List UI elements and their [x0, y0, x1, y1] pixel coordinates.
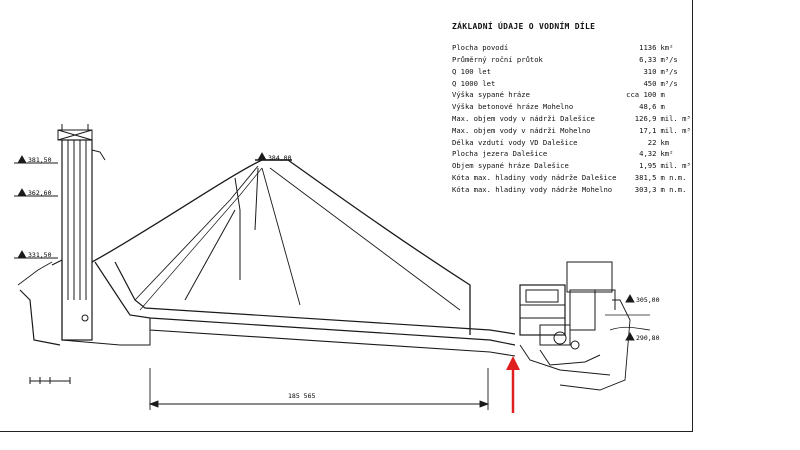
- spec-unit: mil. m³: [660, 114, 691, 124]
- spec-label: Plocha povodí: [452, 43, 509, 53]
- spec-value: 4,32: [639, 149, 657, 159]
- tailwater: [605, 314, 651, 331]
- spec-row: Kóta max. hladiny vody nádrže Mohelno 303…: [452, 184, 700, 196]
- dimension-line: [148, 368, 490, 410]
- spec-value: 22: [647, 137, 657, 147]
- spec-label: Kóta max. hladiny vody nádrže Dalešice: [452, 173, 617, 183]
- spec-value: 310: [643, 66, 657, 76]
- spec-unit: m³/s: [660, 66, 678, 76]
- spec-label: Výška sypané hráze: [452, 90, 530, 100]
- spec-value: 6,33: [639, 55, 657, 65]
- elevation-label-2: 362,60: [28, 189, 52, 197]
- spec-label: Plocha jezera Dalešice: [452, 149, 548, 159]
- spec-value: 17,1: [639, 125, 657, 135]
- sheet-border: [0, 0, 693, 432]
- elevation-label-1: 381,50: [28, 156, 52, 164]
- specs-title: ZÁKLADNÍ ÚDAJE O VODNÍM DÍLE: [452, 22, 596, 31]
- spec-value: 126,9: [634, 114, 657, 124]
- spec-value: cca 100: [626, 90, 657, 100]
- spec-unit: m³/s: [660, 78, 678, 88]
- spec-label: Objem sypané hráze Dalešice: [452, 161, 569, 171]
- spec-value: 450: [643, 78, 657, 88]
- spec-unit: m: [660, 90, 665, 100]
- spec-label: Max. objem vody v nádrži Dalešice: [452, 114, 595, 124]
- spec-row: Kóta max. hladiny vody nádrže Dalešice 38…: [452, 172, 700, 184]
- spec-value: 1136: [639, 43, 657, 53]
- spec-label: Výška betonové hráze Mohelno: [452, 102, 574, 112]
- spec-unit: km²: [660, 43, 674, 53]
- spec-value: 381,5: [634, 173, 657, 183]
- spec-value: 303,3: [634, 184, 657, 194]
- embankment-dam: [91, 159, 471, 335]
- elevation-label-5: 290,80: [636, 334, 660, 342]
- location-marker: [506, 356, 520, 413]
- spec-unit: m n.m.: [660, 184, 687, 194]
- elevation-label-3: 331,50: [28, 251, 52, 259]
- spec-label: Max. objem vody v nádrži Mohelno: [452, 125, 591, 135]
- intake-tower: [51, 124, 121, 346]
- spec-unit: km²: [660, 149, 674, 159]
- spec-unit: km: [660, 137, 670, 147]
- penstock-conduit: [94, 261, 516, 357]
- scale-bar: [29, 377, 71, 384]
- spec-unit: mil. m³: [660, 161, 691, 171]
- spec-value: 48,6: [639, 102, 657, 112]
- spec-label: Délka vzdutí vody VD Dalešice: [452, 137, 578, 147]
- spec-label: Kóta max. hladiny vody nádrže Mohelno: [452, 184, 613, 194]
- spec-unit: m³/s: [660, 55, 678, 65]
- elevation-markers: [14, 152, 635, 341]
- powerhouse: [519, 261, 631, 391]
- spec-unit: m: [660, 102, 665, 112]
- elevation-label-crest: 384,00: [268, 154, 292, 162]
- spec-label: Průměrný roční průtok: [452, 55, 543, 65]
- spec-unit: m n.m.: [660, 173, 687, 183]
- spec-label: Q 100 let: [452, 66, 491, 76]
- spec-value: 1,95: [639, 161, 657, 171]
- spec-unit: mil. m³: [660, 125, 691, 135]
- elevation-label-4: 305,00: [636, 296, 660, 304]
- dimension-label: 185 565: [288, 392, 315, 400]
- spec-label: Q 1000 let: [452, 78, 496, 88]
